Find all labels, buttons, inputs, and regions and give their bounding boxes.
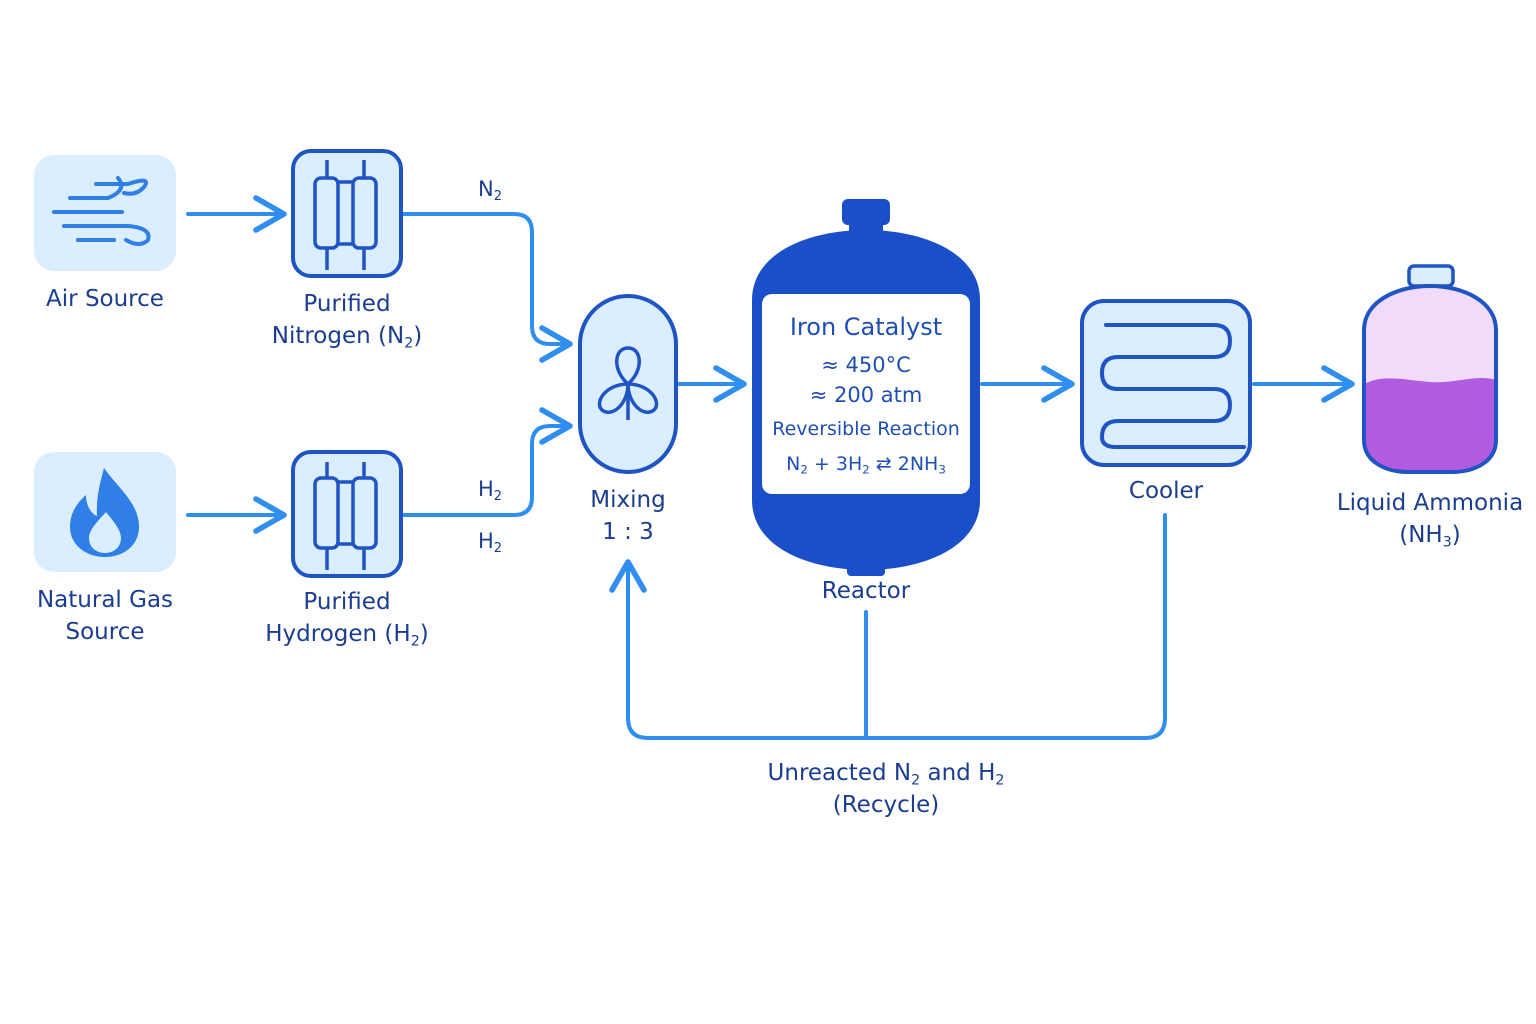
reactor-info-panel	[762, 294, 970, 494]
recycle-label: Unreacted N2 and H2 (Recycle)	[767, 760, 1005, 818]
air-source-box	[34, 155, 176, 271]
recycle-loop-line	[609, 513, 1167, 740]
reactor-reaction-label: Reversible Reaction	[772, 418, 960, 440]
purified-nitrogen-label: Purified Nitrogen (N2)	[271, 291, 423, 352]
flame-icon	[70, 468, 139, 557]
nitrogen-purifier-box	[291, 149, 403, 278]
air-source-label: Air Source	[46, 286, 164, 312]
cooler-label: Cooler	[1128, 478, 1204, 504]
reaction-equation: N2 + 3H2 ⇄ 2NH3	[786, 453, 946, 477]
n2-flow-label: N2	[478, 177, 502, 204]
ammonia-tank	[1362, 264, 1498, 474]
propeller-icon	[597, 346, 659, 420]
filter-column-icon	[313, 160, 378, 270]
wind-icon	[52, 176, 151, 246]
reactor-vessel	[752, 199, 980, 576]
natural-gas-source-label: Natural Gas Source	[36, 587, 174, 645]
coil-icon	[1099, 323, 1246, 449]
h2-flow-label-lower: H2	[477, 529, 503, 556]
mixing-label: Mixing 1 : 3	[590, 487, 666, 545]
reactor-conditions: ≈ 450°C ≈ 200 atm	[809, 353, 923, 407]
hydrogen-purifier-box	[291, 450, 403, 578]
flow-lines	[186, 195, 1355, 740]
cooler-unit	[1080, 299, 1252, 467]
mixer-vessel	[578, 294, 678, 474]
purified-hydrogen-label: Purified Hydrogen (H2)	[265, 589, 429, 650]
filter-column-icon	[313, 462, 378, 570]
reactor-label: Reactor	[821, 578, 911, 604]
h2-flow-label-upper: H2	[477, 477, 503, 504]
hydrogen-to-mixer-line	[400, 407, 573, 517]
reactor-catalyst-title: Iron Catalyst	[789, 313, 943, 341]
nitrogen-to-mixer-line	[400, 212, 573, 363]
natural-gas-source-box	[34, 452, 176, 572]
liquid-ammonia-label: Liquid Ammonia (NH3)	[1336, 490, 1524, 551]
